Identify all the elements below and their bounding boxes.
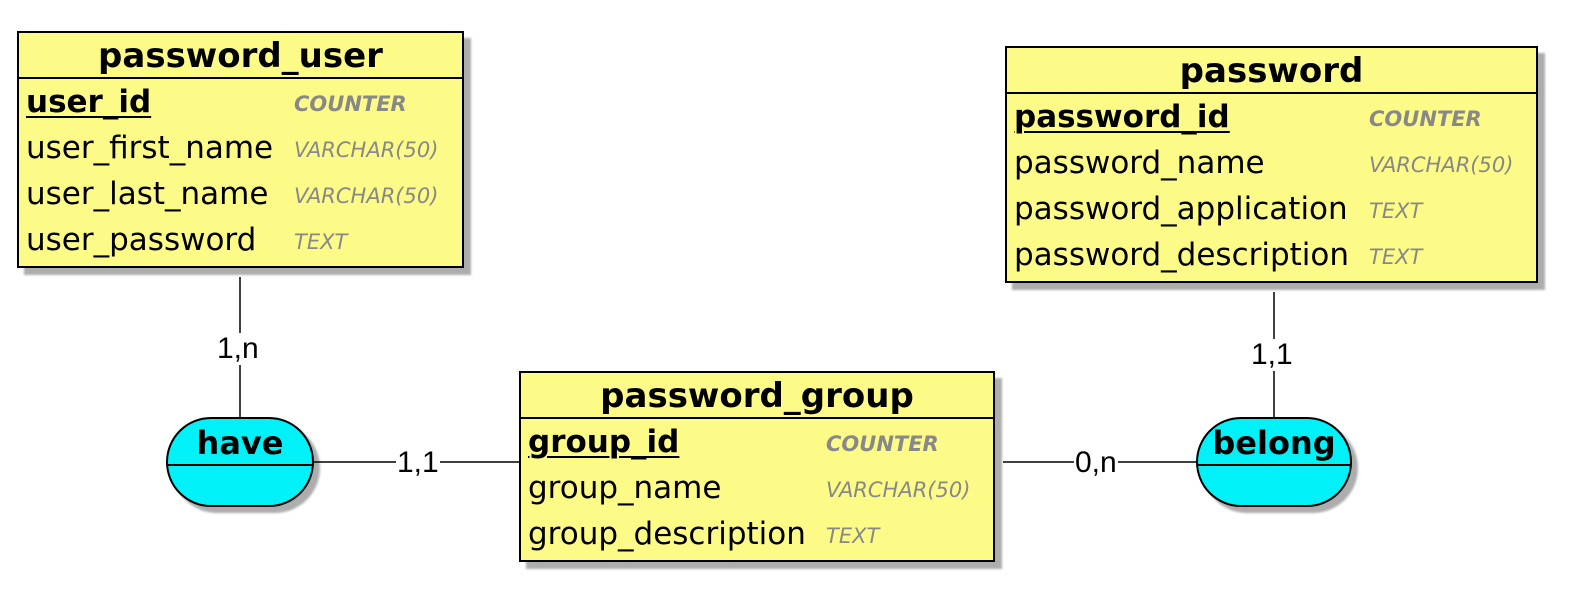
attribute-type: COUNTER (826, 432, 939, 456)
attribute-type: TEXT (1369, 245, 1423, 269)
entity-password[interactable]: password password_id COUNTER password_na… (1005, 46, 1538, 283)
association-label: have (168, 419, 312, 466)
attribute-type: COUNTER (1369, 107, 1482, 131)
entity-title: password_user (19, 33, 462, 79)
attribute-row: group_name VARCHAR(50) (521, 465, 993, 511)
attribute-name: group_description (528, 516, 806, 552)
attribute-name: password_application (1014, 191, 1348, 227)
attribute-type: VARCHAR(50) (826, 478, 971, 502)
attribute-row: user_last_name VARCHAR(50) (19, 171, 462, 217)
cardinality-password-belong: 1,1 (1250, 338, 1294, 371)
attribute-name: password_name (1014, 145, 1265, 181)
attribute-row: password_name VARCHAR(50) (1007, 140, 1536, 186)
primary-key-name: user_id (26, 84, 152, 120)
attribute-name: user_first_name (26, 130, 274, 166)
attribute-row: user_id COUNTER (19, 79, 462, 125)
entity-password-user[interactable]: password_user user_id COUNTER user_first… (17, 31, 464, 268)
attribute-name: password_description (1014, 237, 1350, 273)
primary-key-name: group_id (528, 424, 680, 460)
entity-title: password (1007, 48, 1536, 94)
primary-key-name: password_id (1014, 99, 1230, 135)
attribute-row: user_first_name VARCHAR(50) (19, 125, 462, 171)
attribute-row: group_description TEXT (521, 511, 993, 557)
attribute-type: VARCHAR(50) (294, 138, 439, 162)
attribute-type: COUNTER (294, 92, 407, 116)
cardinality-have-group: 1,1 (396, 446, 440, 479)
attribute-name: group_name (528, 470, 722, 506)
association-have[interactable]: have (166, 417, 314, 507)
attribute-type: VARCHAR(50) (1369, 153, 1514, 177)
attribute-type: TEXT (1369, 199, 1423, 223)
attribute-row: password_application TEXT (1007, 186, 1536, 232)
attribute-row: password_description TEXT (1007, 232, 1536, 278)
attribute-row: group_id COUNTER (521, 419, 993, 465)
entity-title: password_group (521, 373, 993, 419)
cardinality-group-belong: 0,n (1074, 446, 1118, 479)
attribute-type: VARCHAR(50) (294, 184, 439, 208)
cardinality-user-have: 1,n (216, 332, 260, 365)
entity-password-group[interactable]: password_group group_id COUNTER group_na… (519, 371, 995, 562)
attribute-name: user_last_name (26, 176, 269, 212)
attribute-type: TEXT (826, 524, 880, 548)
attribute-row: password_id COUNTER (1007, 94, 1536, 140)
attribute-row: user_password TEXT (19, 217, 462, 263)
association-belong[interactable]: belong (1196, 417, 1352, 507)
attribute-type: TEXT (294, 230, 348, 254)
attribute-name: user_password (26, 222, 257, 258)
association-label: belong (1198, 419, 1350, 466)
